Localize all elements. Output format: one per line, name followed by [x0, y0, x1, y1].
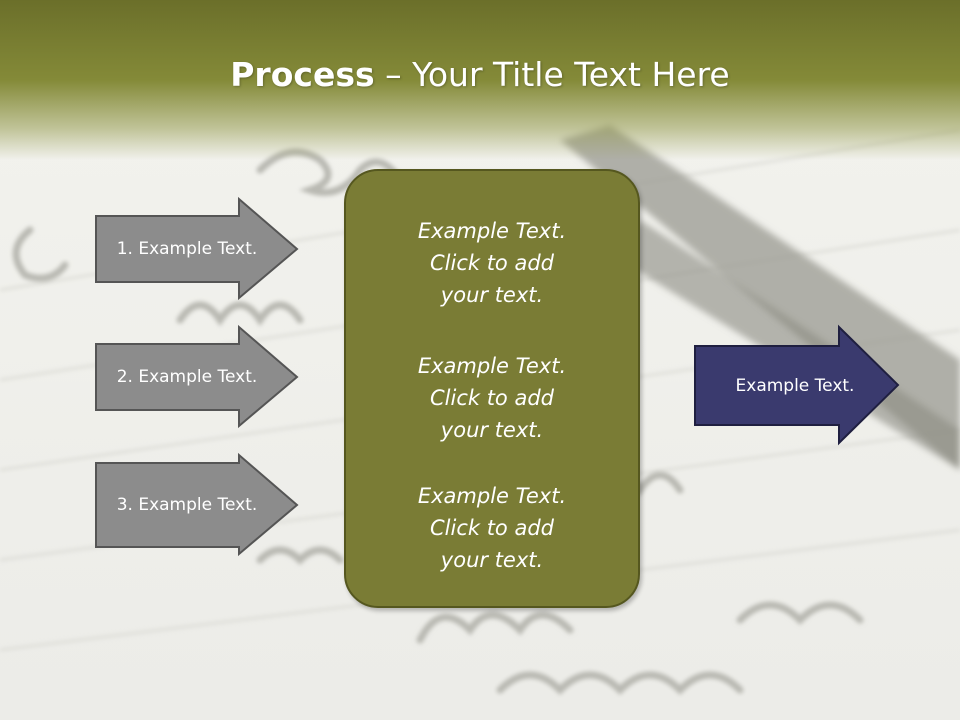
arrow-shape-icon [95, 452, 299, 557]
center-block-3-line-1: Example Text. [417, 484, 567, 508]
step-label-2: 2. Example Text. [116, 367, 258, 387]
arrow-shape-icon [694, 324, 900, 446]
step-label-1: 1. Example Text. [116, 239, 258, 259]
center-block-3-line-3: your text. [440, 548, 544, 572]
result-label: Example Text. [735, 375, 855, 396]
title-rest: – Your Title Text Here [374, 55, 730, 94]
center-block-3: Example Text. Click to add your text. [346, 480, 638, 576]
center-block-2: Example Text. Click to add your text. [346, 350, 638, 446]
step-arrow-3[interactable]: 3. Example Text. [95, 452, 299, 557]
center-text-box[interactable]: Example Text. Click to add your text. Ex… [344, 169, 640, 608]
center-block-2-line-3: your text. [440, 418, 544, 442]
center-block-1-line-2: Click to add [429, 251, 554, 275]
center-block-2-line-1: Example Text. [417, 354, 567, 378]
step-label-3: 3. Example Text. [116, 495, 258, 515]
result-arrow[interactable]: Example Text. [694, 324, 900, 446]
step-arrow-1[interactable]: 1. Example Text. [95, 196, 299, 301]
step-arrow-2[interactable]: 2. Example Text. [95, 324, 299, 429]
title-band [0, 0, 960, 160]
center-block-1-line-3: your text. [440, 283, 544, 307]
center-block-2-line-2: Click to add [429, 386, 554, 410]
arrow-shape-icon [95, 324, 299, 429]
slide-title: Process – Your Title Text Here [0, 52, 960, 98]
center-block-1: Example Text. Click to add your text. [346, 215, 638, 311]
center-block-3-line-2: Click to add [429, 516, 554, 540]
title-bold: Process [230, 55, 375, 94]
center-block-1-line-1: Example Text. [417, 219, 567, 243]
arrow-shape-icon [95, 196, 299, 301]
